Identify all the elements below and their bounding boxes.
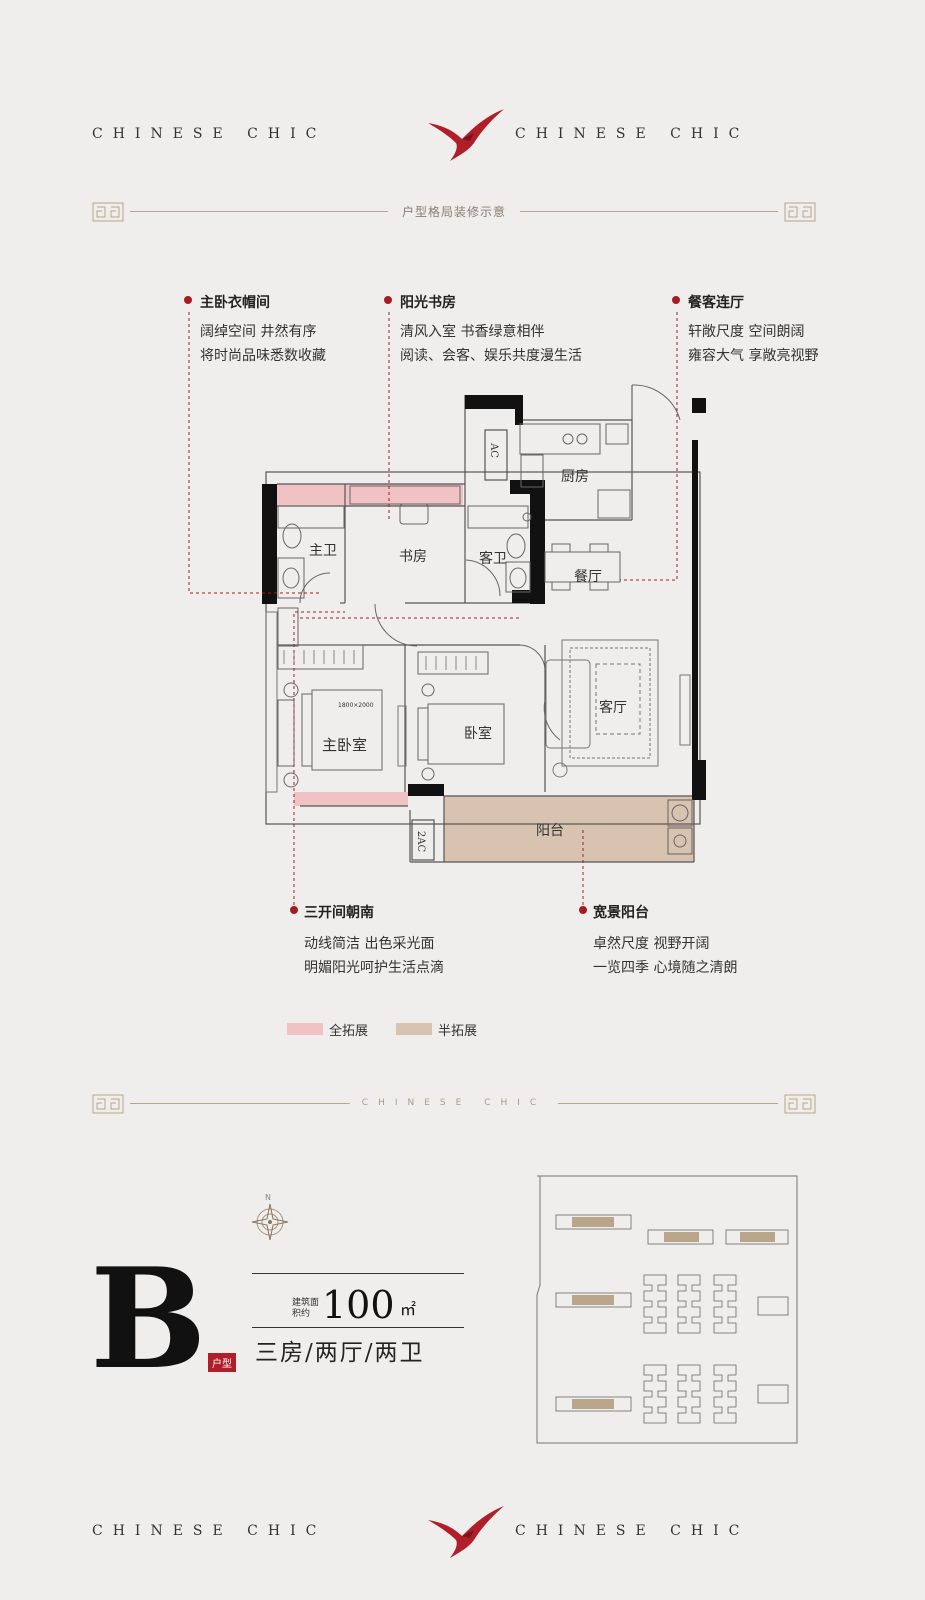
room-label-study: 书房 (399, 549, 427, 565)
room-label-ac2: 2AC (415, 830, 427, 853)
divider-band: CHINESE CHIC (92, 1090, 816, 1118)
room-label-ac: AC (487, 443, 499, 458)
unit-layout: 三房/两厅/两卫 (255, 1340, 425, 1366)
compass-icon (251, 1203, 289, 1241)
legend-swatch-full (287, 1023, 323, 1035)
callout-dot (290, 906, 298, 914)
footer-right-text: CHINESE CHIC (515, 1523, 750, 1539)
area-bottom-rule (252, 1327, 464, 1328)
area-label: 建筑面积约 (292, 1298, 320, 1319)
callout-title: 阳光书房 (400, 295, 456, 311)
header-left-text: CHINESE CHIC (92, 126, 327, 142)
callout-line: 明媚阳光呵护生活点滴 (304, 960, 444, 976)
footer-left-text: CHINESE CHIC (92, 1523, 327, 1539)
compass-north-label: N (265, 1193, 271, 1202)
callout-dot (672, 296, 680, 304)
callout-line: 将时尚品味悉数收藏 (200, 348, 326, 364)
full-extension-area (277, 484, 463, 506)
room-label-master-bedroom: 主卧室 (322, 736, 368, 754)
room-label-guest-bath: 客卫 (479, 551, 507, 567)
callout-dot (384, 296, 392, 304)
unit-type-tag: 户型 (208, 1353, 236, 1372)
callout-dot (579, 906, 587, 914)
area-top-rule (252, 1273, 464, 1274)
callout-line: 动线简洁 出色采光面 (304, 936, 435, 952)
callout-dot (184, 296, 192, 304)
room-label-balcony: 阳台 (536, 823, 564, 839)
callout-line: 一览四季 心境随之清朗 (593, 960, 738, 976)
full-extension-area (294, 792, 408, 806)
legend-label-full: 全拓展 (329, 1024, 369, 1039)
callout-line: 轩敞尺度 空间朗阔 (688, 324, 805, 340)
callout-title: 主卧衣帽间 (200, 295, 270, 311)
callout-title: 餐客连厅 (688, 295, 744, 311)
callout-title: 宽景阳台 (593, 905, 649, 921)
area-value: 100 (322, 1283, 395, 1327)
fret-ornament-icon (92, 1094, 124, 1114)
bed-size-label: 1800×2000 (338, 702, 374, 709)
half-extension-area (444, 796, 694, 862)
section-band-title: 户型格局装修示意 (387, 203, 521, 220)
room-label-living: 客厅 (599, 700, 627, 716)
room-label-bedroom: 卧室 (464, 726, 492, 742)
callout-line: 阅读、会客、娱乐共度漫生活 (400, 348, 582, 364)
divider-band-text: CHINESE CHIC (349, 1098, 559, 1108)
callout-line: 雍容大气 享敞亮视野 (688, 348, 819, 364)
room-label-kitchen: 厨房 (561, 469, 589, 485)
callout-line: 阔绰空间 井然有序 (200, 324, 317, 340)
room-label-dining: 餐厅 (574, 569, 602, 585)
unit-letter: B (90, 1237, 207, 1400)
site-plan (536, 1175, 798, 1444)
header-right-text: CHINESE CHIC (515, 126, 750, 142)
fret-ornament-icon (784, 202, 816, 222)
legend-label-half: 半拓展 (438, 1024, 478, 1039)
callout-title: 三开间朝南 (304, 905, 374, 921)
callout-line: 清风入室 书香绿意相伴 (400, 324, 545, 340)
room-label-master-bath: 主卫 (309, 543, 337, 559)
area-unit: ㎡ (400, 1300, 417, 1319)
callout-line: 卓然尺度 视野开阔 (593, 936, 710, 952)
fret-ornament-icon (784, 1094, 816, 1114)
bird-logo-icon (428, 109, 504, 161)
fret-ornament-icon (92, 202, 124, 222)
legend-swatch-half (396, 1023, 432, 1035)
section-band: 户型格局装修示意 (92, 198, 816, 226)
bird-logo-icon (428, 1506, 504, 1558)
